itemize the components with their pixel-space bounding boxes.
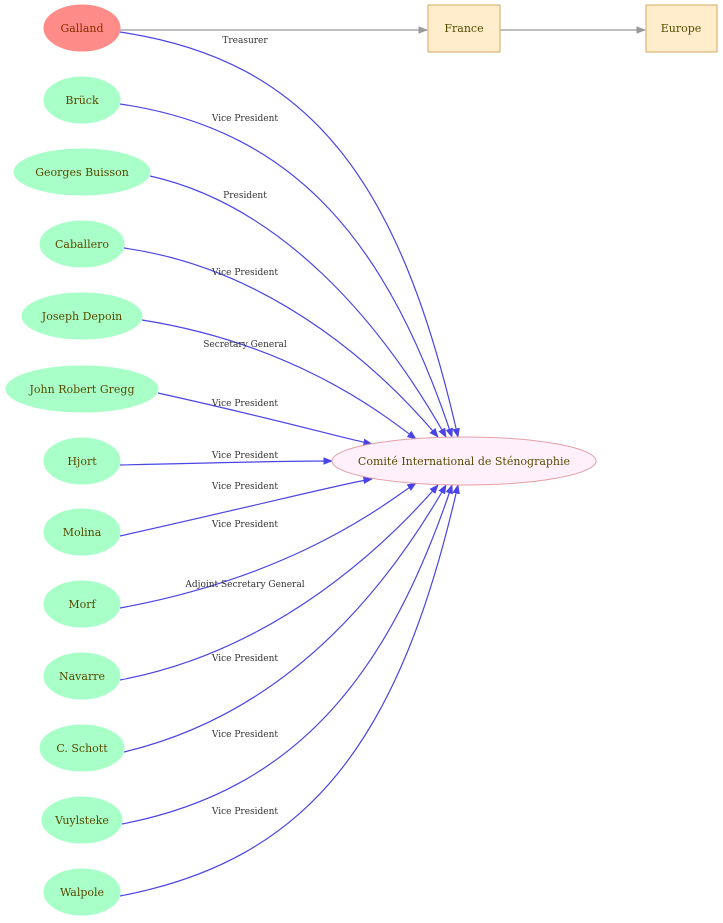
edge-caballero (123, 247, 439, 438)
member-label-georges-buisson: Georges Buisson (35, 166, 129, 179)
organization-node[interactable]: Comité International de Sténographie (331, 436, 597, 486)
member-node-caballero[interactable]: Caballero (39, 220, 125, 268)
edge-hjort (119, 457, 333, 466)
role-label-georges-buisson: President (223, 191, 267, 201)
member-node-c-schott[interactable]: C. Schott (39, 724, 125, 772)
role-label-morf: Vice President (211, 520, 279, 530)
role-label-john-robert-gregg: Vice President (211, 399, 279, 409)
role-label-c-schott: Vice President (211, 654, 279, 664)
place-node-france[interactable]: France (427, 4, 501, 53)
member-label-molina: Molina (63, 526, 102, 539)
member-label-vuylsteke: Vuylsteke (54, 814, 109, 827)
role-label-vuylsteke: Vice President (211, 730, 279, 740)
member-node-molina[interactable]: Molina (43, 508, 121, 556)
role-label-joseph-depoin: Secretary General (203, 340, 287, 350)
member-label-joseph-depoin: Joseph Depoin (41, 310, 122, 323)
edge-morf (119, 482, 417, 609)
edge-georges-buisson (149, 175, 447, 438)
member-node-br-ck[interactable]: Brück (43, 76, 121, 124)
edge-joseph-depoin (141, 319, 417, 440)
member-node-john-robert-gregg[interactable]: John Robert Gregg (5, 365, 159, 413)
member-label-morf: Morf (68, 598, 96, 611)
role-label-caballero: Vice President (211, 268, 279, 278)
edge-molina (119, 476, 373, 537)
member-node-hjort[interactable]: Hjort (43, 437, 121, 485)
edge-navarre (119, 484, 439, 681)
role-label-br-ck: Vice President (211, 114, 279, 124)
member-label-galland: Galland (60, 22, 103, 35)
member-label-br-ck: Brück (65, 94, 99, 107)
member-label-c-schott: C. Schott (56, 742, 108, 755)
place-label-france: France (444, 22, 483, 35)
edge-br-ck (119, 103, 453, 438)
member-label-walpole: Walpole (60, 886, 104, 899)
role-label-hjort: Vice President (211, 451, 279, 461)
organization-label: Comité International de Sténographie (358, 455, 570, 468)
member-node-vuylsteke[interactable]: Vuylsteke (41, 796, 123, 844)
member-node-galland[interactable]: Galland (43, 4, 121, 52)
member-node-joseph-depoin[interactable]: Joseph Depoin (21, 292, 143, 340)
place-label-europe: Europe (661, 22, 702, 35)
edge-john-robert-gregg (157, 392, 373, 447)
role-label-walpole: Vice President (211, 807, 279, 817)
member-label-caballero: Caballero (55, 238, 109, 251)
member-node-georges-buisson[interactable]: Georges Buisson (13, 148, 151, 196)
place-node-europe[interactable]: Europe (645, 4, 718, 53)
role-label-navarre: Adjoint Secretary General (184, 580, 304, 590)
member-label-navarre: Navarre (59, 670, 105, 683)
member-label-hjort: Hjort (67, 455, 97, 468)
edges-layer (119, 31, 460, 897)
edge-c-schott (123, 484, 447, 753)
role-label-galland: Treasurer (222, 36, 268, 46)
edge-vuylsteke (121, 484, 453, 825)
member-node-walpole[interactable]: Walpole (43, 868, 121, 916)
role-label-molina: Vice President (211, 482, 279, 492)
member-node-navarre[interactable]: Navarre (43, 652, 121, 700)
member-label-john-robert-gregg: John Robert Gregg (29, 383, 135, 396)
edge-galland (119, 31, 460, 438)
edge-walpole (119, 484, 460, 897)
member-node-morf[interactable]: Morf (43, 580, 121, 628)
